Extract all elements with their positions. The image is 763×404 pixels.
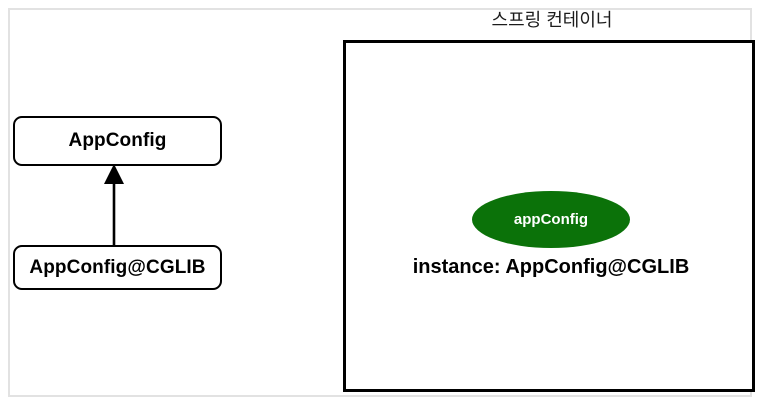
bean-instance-label: instance: AppConfig@CGLIB (412, 256, 690, 278)
class-box-appconfig-label: AppConfig (68, 130, 167, 151)
bean-ellipse-appconfig: appConfig (472, 191, 630, 248)
inheritance-arrow-svg (104, 164, 124, 250)
bean-ellipse-label: appConfig (513, 211, 589, 228)
spring-container-title: 스프링 컨테이너 (491, 10, 613, 30)
inheritance-arrow-head (104, 164, 124, 184)
class-box-appconfig: AppConfig (13, 116, 222, 166)
class-box-appconfig-cglib-label: AppConfig@CGLIB (29, 256, 206, 278)
class-box-appconfig-cglib: AppConfig@CGLIB (13, 245, 222, 290)
inheritance-arrow (93, 160, 135, 250)
